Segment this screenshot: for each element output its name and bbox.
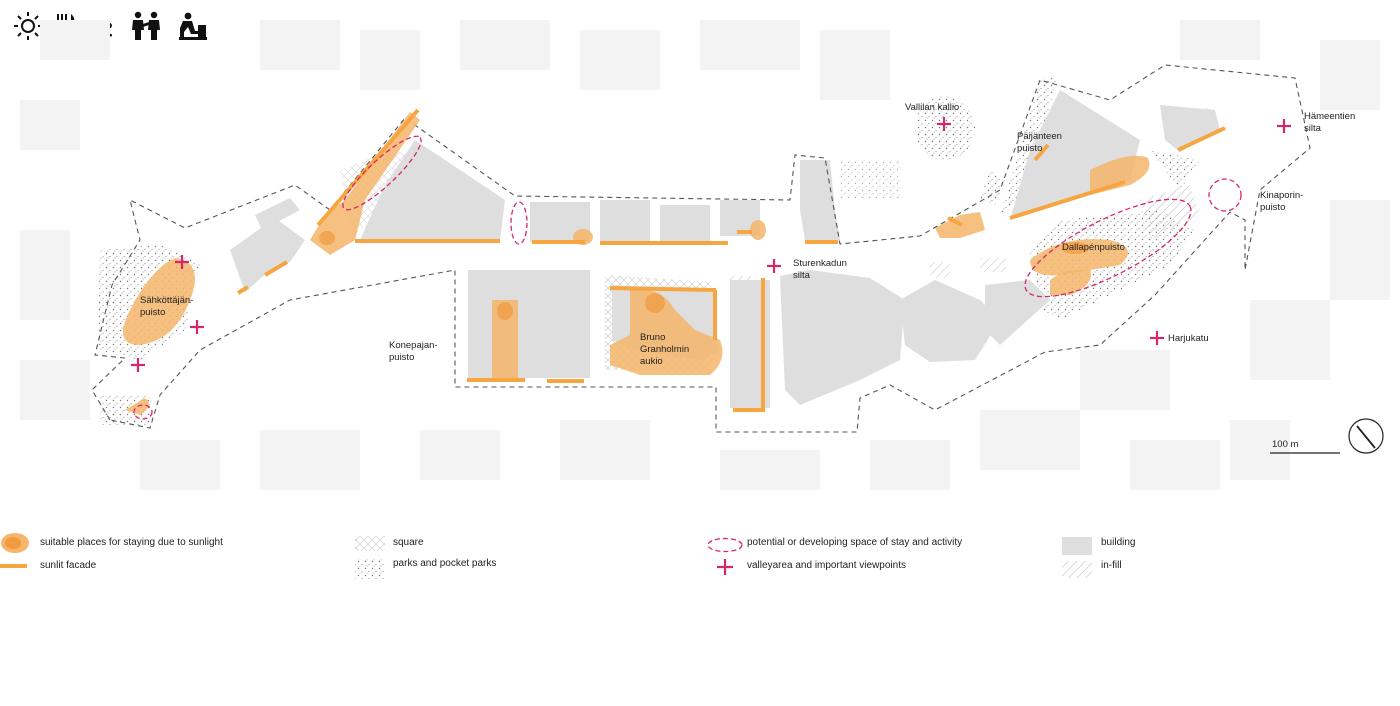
legend-viewpoints: valleyarea and important viewpoints: [747, 560, 906, 571]
legend-building-symbol: [1062, 537, 1092, 555]
legend-parks: parks and pocket parks: [393, 558, 497, 569]
legend-building: building: [1101, 537, 1136, 548]
viewpoint-cross-icon: [1150, 331, 1164, 345]
label-sahkottajan-puisto-2: puisto: [140, 307, 165, 318]
label-bruno-granholmin-aukio-2: Granholmin: [640, 344, 689, 355]
person-sitting-icon: [179, 12, 207, 40]
label-konepajan-puisto-2: puisto: [389, 352, 414, 363]
legend-facade-symbol: [0, 564, 27, 568]
label-harjukatu: Harjukatu: [1168, 333, 1209, 344]
legend-sunlit-facade: sunlit facade: [40, 560, 97, 571]
scale-bar: 100 m: [1270, 439, 1340, 454]
viewpoint-cross-icon: [175, 255, 189, 269]
viewpoint-cross-icon: [1277, 119, 1291, 133]
label-paijanteen-puisto: Päijänteen: [1017, 131, 1062, 142]
north-arrow-icon: [1348, 418, 1384, 454]
people-icon: [132, 11, 160, 40]
legend-infill: in-fill: [1101, 560, 1122, 571]
buildings: [230, 90, 1220, 408]
scale-label: 100 m: [1272, 439, 1298, 450]
label-sahkottajan-puisto: Sähköttäjän-: [140, 295, 193, 306]
label-hameentien-silta: Hämeentien: [1304, 111, 1355, 122]
legend-sunlight-symbol: [1, 533, 29, 553]
legend-parks-symbol: [355, 559, 385, 579]
viewpoint-cross-icon: [190, 320, 204, 334]
study-area-boundary: [91, 64, 1311, 433]
sunlight-place-cores: [319, 231, 1089, 320]
label-sturenkadun-silta: Sturenkadun: [793, 258, 847, 269]
legend-square-symbol: [355, 536, 385, 551]
viewpoint-cross-icon: [937, 117, 951, 131]
background-buildings: [20, 20, 1390, 490]
viewpoint-cross-icon: [767, 259, 781, 273]
label-bruno-granholmin-aukio-3: aukio: [640, 356, 663, 367]
legend-viewpoint-cross-icon: [717, 559, 733, 575]
viewpoints: [131, 117, 1291, 372]
label-bruno-granholmin-aukio: Bruno: [640, 332, 665, 343]
legend-potential-space: potential or developing space of stay an…: [747, 537, 963, 548]
potential-spaces: [133, 135, 1242, 420]
label-sturenkadun-silta-2: silta: [793, 270, 811, 281]
label-vallilan-kallio: Vallilan kallio: [905, 102, 959, 113]
legend-symbols: [0, 533, 1092, 579]
label-kinaporin-puisto-2: puisto: [1260, 202, 1285, 213]
legend-infill-symbol: [1062, 561, 1092, 578]
label-kinaporin-puisto: Kinaporin-: [1260, 190, 1303, 201]
label-dallapenpuisto: Dallapénpuisto: [1062, 242, 1125, 253]
legend-square: square: [393, 537, 424, 548]
label-hameentien-silta-2: silta: [1304, 123, 1322, 134]
label-konepajan-puisto: Konepajan-: [389, 340, 438, 351]
place-labels: Vallilan kallio Hämeentien silta Päijänt…: [140, 102, 1355, 367]
viewpoint-cross-icon: [131, 358, 145, 372]
sunlit-facades: [236, 108, 1226, 412]
legend-sunlight-places: suitable places for staying due to sunli…: [40, 537, 223, 548]
label-paijanteen-puisto-2: puisto: [1017, 143, 1042, 154]
legend-potential-symbol: [707, 537, 743, 553]
sunlight-places: [122, 112, 1150, 415]
